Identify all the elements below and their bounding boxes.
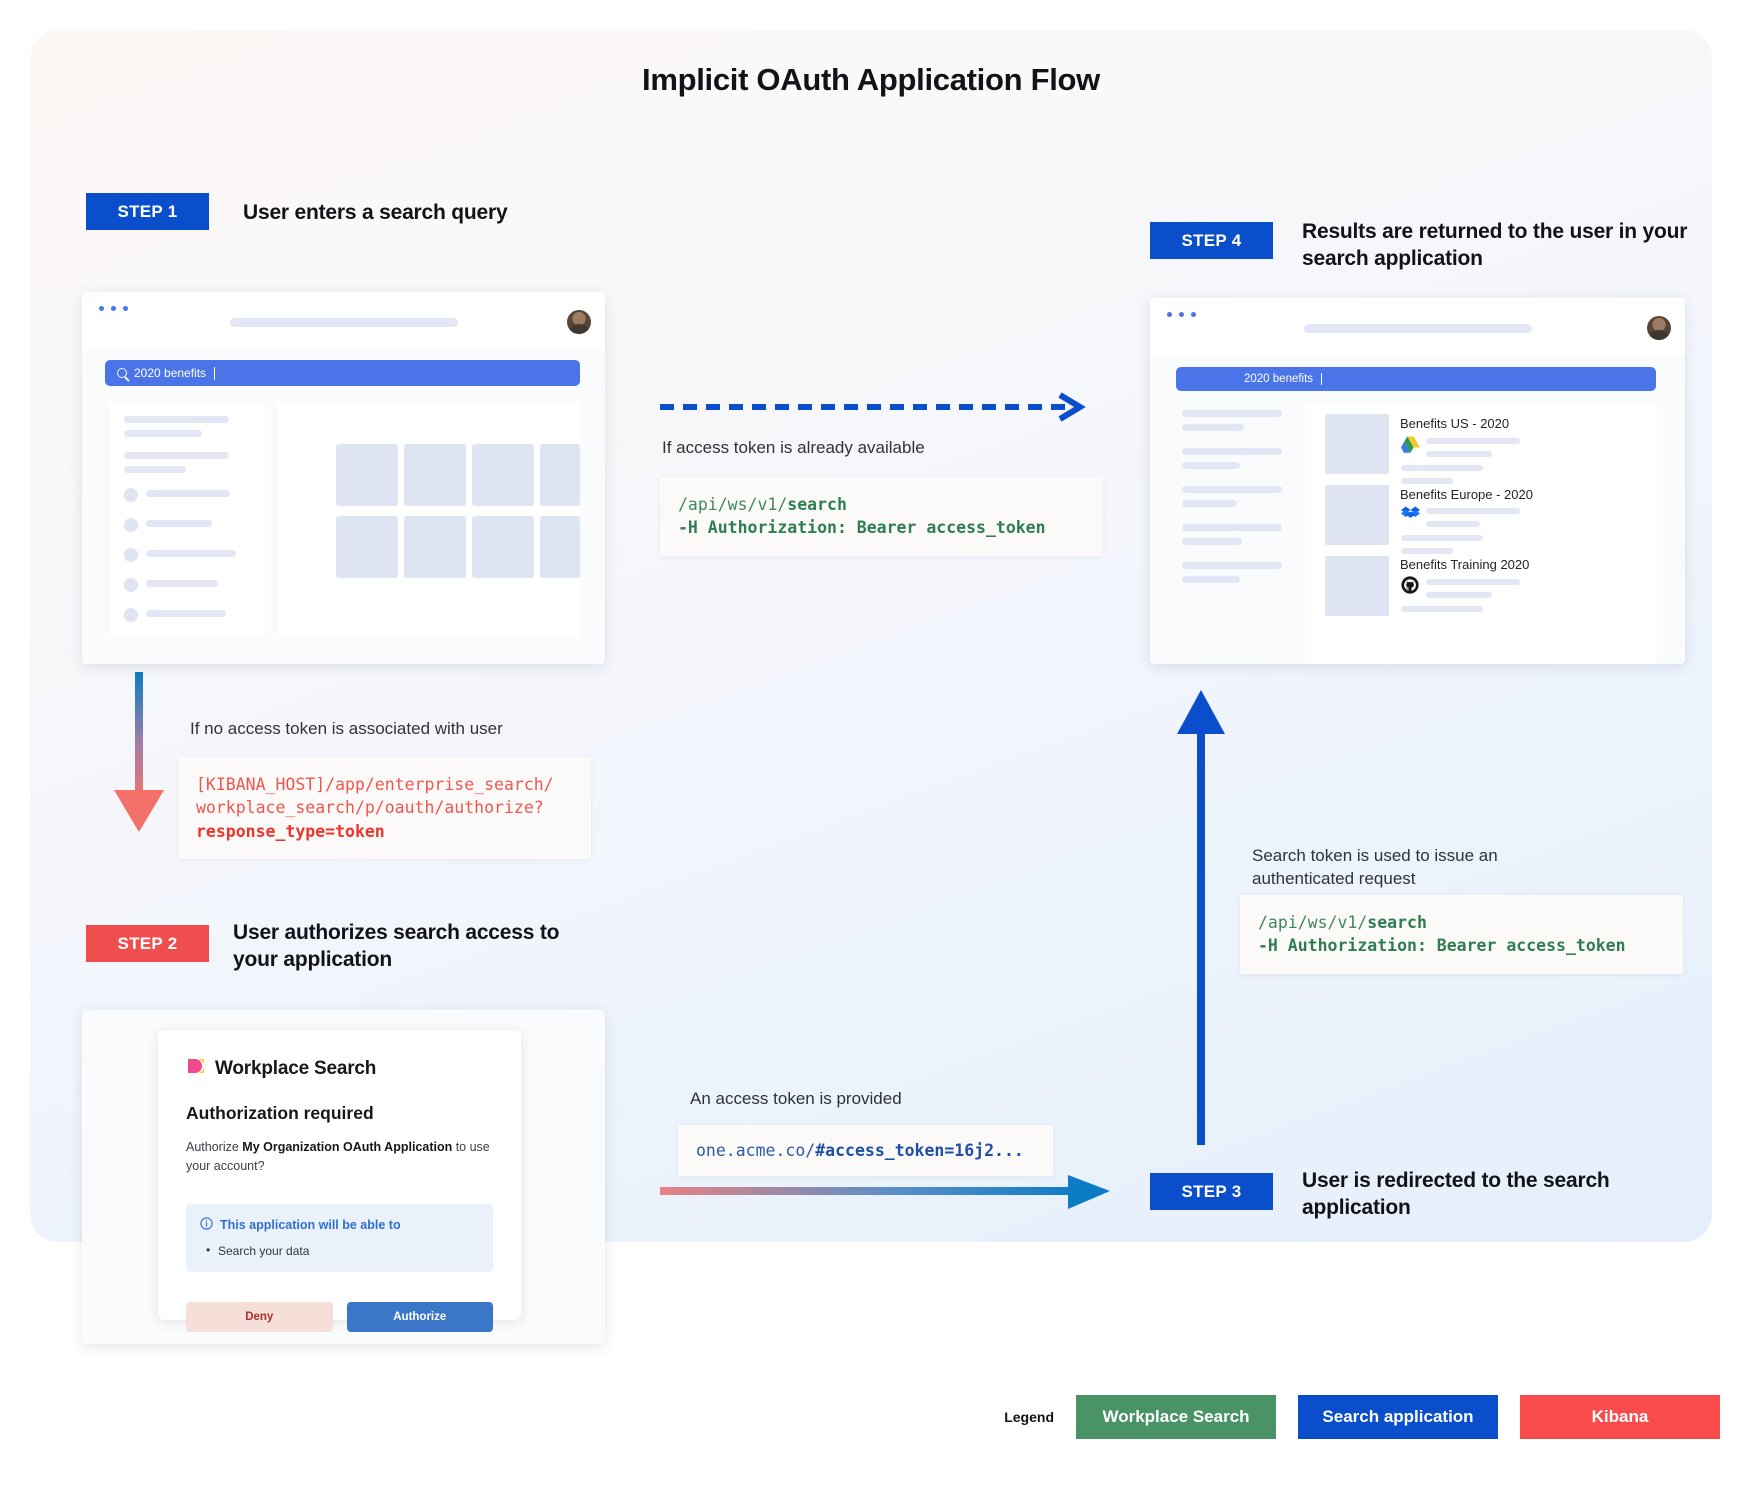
code-path-plain-2: /api/ws/v1/ [1258,913,1368,932]
code-fragment: #access_token=16j2... [815,1141,1024,1160]
code-path-plain: /api/ws/v1/ [678,495,788,514]
github-icon [1401,576,1419,599]
legend-label: Legend [1004,1409,1054,1425]
dropbox-icon [1401,506,1420,528]
product-header: Workplace Search [186,1056,493,1081]
authorization-card: Workplace Search Authorization required … [158,1030,521,1332]
auth-desc-suffix: to use your account? [186,1140,490,1173]
arrow-step1-to-step2 [114,672,164,832]
url-bar-2[interactable] [1303,324,1532,333]
google-drive-icon [1401,436,1420,458]
step-4-heading: Results are returned to the user in your… [1302,220,1688,270]
code-auth-header: -H Authorization: Bearer access_token [678,518,1046,538]
code-oauth-authorize-url: [KIBANA_HOST]/app/enterprise_search/ wor… [178,757,591,860]
auth-heading: Authorization required [186,1103,374,1123]
permissions-box: This application will be able to Search … [186,1203,493,1272]
code-line-3: response_type=token [196,821,385,841]
legend: Legend Workplace Search Search applicati… [0,1395,1742,1439]
step-1-heading: User enters a search query [243,201,508,224]
browser-top-bar [82,292,605,350]
permissions-title: This application will be able to [220,1217,401,1232]
auth-desc-app: My Organization OAuth Application [242,1140,453,1154]
browser-window-results: 2020 benefits Benefits US - 2020 [1150,298,1685,664]
result-title[interactable]: Benefits Training 2020 [1400,557,1530,572]
step-3-heading: User is redirected to the search applica… [1302,1169,1610,1219]
code-line-1: [KIBANA_HOST]/app/enterprise_search/ [196,775,554,794]
legend-chip-workplace-search: Workplace Search [1076,1395,1276,1439]
step-2-heading: User authorizes search access to your ap… [233,921,560,971]
code-search-request-top: /api/ws/v1/search -H Authorization: Bear… [660,477,1103,556]
code-host: one.acme.co/ [696,1141,816,1160]
avatar-2[interactable] [1647,316,1671,340]
step-1-badge: STEP 1 [86,193,209,230]
page-title: Implicit OAuth Application Flow [642,62,1100,97]
caption-no-token: If no access token is associated with us… [190,719,503,738]
caption-authenticated-request: Search token is used to issue an authent… [1252,846,1498,888]
search-input-value: 2020 benefits [134,366,207,380]
step-3-badge: STEP 3 [1150,1173,1273,1210]
avatar[interactable] [567,310,591,334]
browser-window-search: 2020 benefits [82,292,605,664]
code-search-request-bottom: /api/ws/v1/search -H Authorization: Bear… [1240,895,1683,974]
step-2-badge: STEP 2 [86,925,209,962]
caption-token-available: If access token is already available [662,438,925,457]
browser-top-bar-2 [1150,298,1685,356]
window-dots-icon [99,306,128,311]
auth-desc-prefix: Authorize [186,1140,243,1154]
search-input[interactable]: 2020 benefits [105,360,580,386]
code-path-bold: search [787,495,847,514]
caption-token-provided: An access token is provided [690,1089,902,1108]
search-input-2[interactable]: 2020 benefits [1176,367,1656,391]
authorize-button[interactable]: Authorize [346,1301,493,1332]
search-icon [117,368,127,378]
result-title[interactable]: Benefits Europe - 2020 [1400,487,1533,502]
workplace-search-logo-icon [186,1056,206,1081]
permissions-title-row: This application will be able to [200,1216,479,1233]
arrow-step3-to-step4 [1177,690,1225,1145]
permission-item: Search your data [200,1243,479,1258]
code-line-2: workplace_search/p/oauth/authorize? [196,798,544,818]
code-auth-header-2: -H Authorization: Bearer access_token [1258,936,1626,956]
url-bar[interactable] [229,318,458,327]
search-input-2-value: 2020 benefits [1244,373,1314,385]
info-icon [200,1216,213,1233]
legend-chip-kibana: Kibana [1520,1395,1720,1439]
auth-description: Authorize My Organization OAuth Applicat… [186,1138,493,1176]
legend-chip-search-application: Search application [1298,1395,1498,1439]
deny-button[interactable]: Deny [186,1301,333,1332]
code-path-bold-2: search [1367,913,1427,932]
window-dots-icon-2 [1167,312,1196,317]
step-4-badge: STEP 4 [1150,222,1273,259]
result-title[interactable]: Benefits US - 2020 [1400,416,1510,431]
auth-button-row: Deny Authorize [186,1301,493,1332]
code-redirect-url: one.acme.co/#access_token=16j2... [678,1125,1053,1177]
product-name: Workplace Search [215,1057,377,1079]
arrow-token-provided [660,1175,1110,1209]
arrow-token-available [660,392,1086,422]
